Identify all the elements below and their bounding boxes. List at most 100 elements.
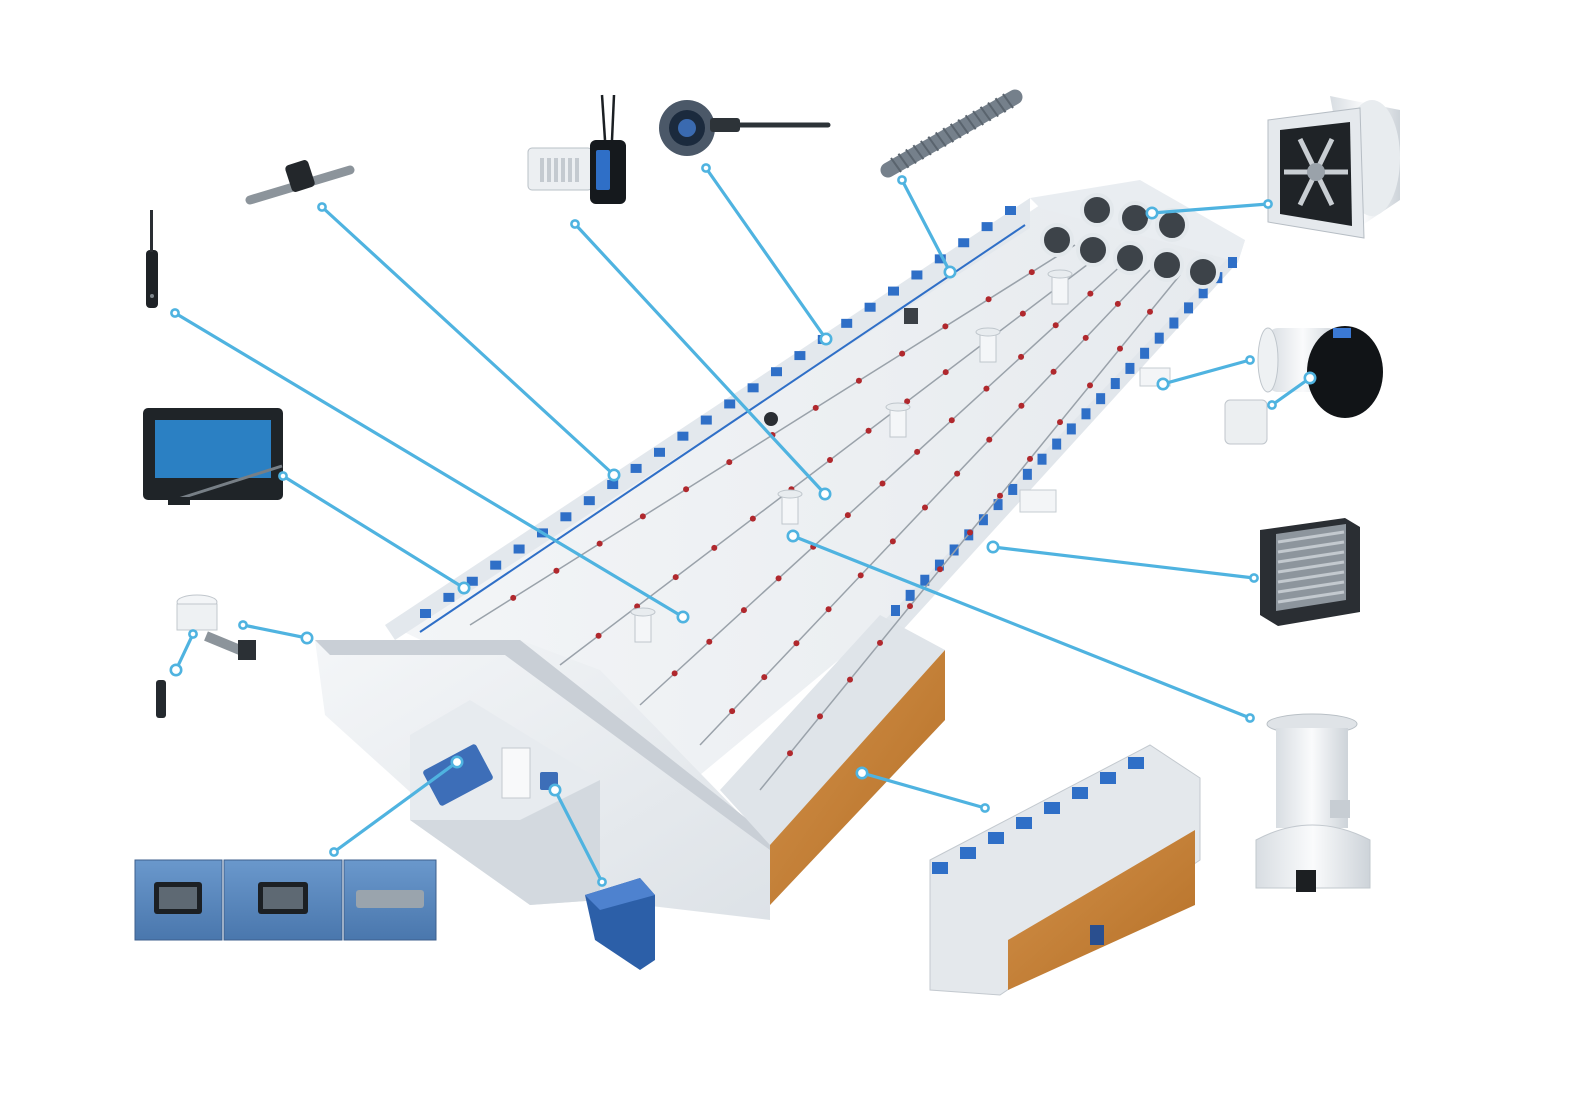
shutter-slat	[1277, 590, 1345, 604]
wall-inlet-window	[934, 254, 946, 264]
wireless-antenna-icon[interactable]	[146, 210, 158, 308]
callout-marker[interactable]	[300, 631, 314, 645]
drinker-nipple	[942, 369, 949, 376]
callout-marker[interactable]	[457, 581, 471, 595]
drinker-nipple	[1087, 382, 1093, 389]
callout-anchor[interactable]	[317, 202, 327, 212]
callout-anchor[interactable]	[278, 471, 288, 481]
wall-inlet-window	[420, 609, 431, 618]
drinker-nipple	[775, 575, 782, 582]
callout-anchor[interactable]	[1245, 713, 1255, 723]
heater-rib	[934, 131, 947, 147]
drinker-nipple	[907, 603, 913, 610]
drinker-nipple	[865, 427, 872, 434]
callout-line	[320, 205, 616, 477]
callout-lines	[169, 163, 1317, 887]
sensor-unit-icon[interactable]	[527, 94, 626, 204]
wall-inlet-window	[1110, 378, 1120, 390]
wall-inlet-window	[949, 544, 959, 556]
wall-inlet-window	[724, 399, 736, 409]
drinker-nipple	[985, 296, 992, 303]
drinker-nipple	[825, 606, 832, 613]
heater-rib	[942, 127, 955, 143]
wall-inlet-window	[1008, 483, 1018, 495]
callout-anchor[interactable]	[329, 847, 339, 857]
cooling-unit-window	[1128, 757, 1144, 769]
drinker-nipple	[922, 504, 928, 511]
cooling-unit-window	[1016, 817, 1032, 829]
callout-anchor[interactable]	[1249, 573, 1259, 583]
wall-inlet-window	[1022, 468, 1032, 480]
callout-anchor[interactable]	[238, 620, 248, 630]
wall-inlet-window	[607, 480, 619, 490]
drinker-nipple	[740, 607, 747, 614]
control-cabinet-icon[interactable]	[134, 859, 437, 941]
drinker-nipple	[879, 480, 886, 487]
shutter-slat	[1277, 570, 1345, 584]
callout-anchor[interactable]	[570, 219, 580, 229]
callout-line	[860, 771, 987, 810]
callout-anchor[interactable]	[701, 163, 711, 173]
callout-marker[interactable]	[855, 766, 869, 780]
heater-rib	[994, 97, 1007, 113]
tunnel-fan-icon[interactable]	[1267, 96, 1400, 239]
inlet-panel-icon[interactable]	[143, 408, 283, 505]
callout-marker[interactable]	[607, 468, 621, 482]
round-sensor-probe-icon[interactable]	[659, 100, 831, 156]
callout-anchor[interactable]	[597, 877, 607, 887]
wall-inlet-window	[1125, 362, 1135, 374]
callout-marker[interactable]	[1145, 206, 1159, 220]
callout-marker[interactable]	[450, 755, 464, 769]
cooling-pad-unit-icon[interactable]	[929, 744, 1201, 996]
wall-inlet-window	[1066, 423, 1076, 435]
drinker-nipple	[914, 448, 921, 455]
callout-anchor[interactable]	[188, 629, 198, 639]
wall-device	[904, 308, 918, 324]
callout-anchor[interactable]	[1245, 355, 1255, 365]
callout-marker[interactable]	[943, 265, 957, 279]
wall-inlet-window	[1052, 438, 1062, 450]
callout-marker[interactable]	[819, 332, 833, 346]
callout-anchor[interactable]	[1263, 199, 1273, 209]
drinker-nipple	[817, 713, 823, 720]
drinker-nipple	[596, 540, 603, 547]
chimney-fan-with-damper-icon[interactable]	[1224, 326, 1383, 445]
ceiling-inlet-rim	[975, 327, 1001, 337]
air-inlet-chimney-icon[interactable]	[1255, 713, 1371, 892]
feed-hopper-icon[interactable]	[585, 878, 655, 970]
callout-marker[interactable]	[818, 487, 832, 501]
wall-inlet-window	[1154, 332, 1164, 344]
shutter-box-fan-icon[interactable]	[1260, 518, 1360, 626]
weather-station-icon[interactable]	[156, 594, 256, 718]
callout-anchor[interactable]	[980, 803, 990, 813]
callout-marker[interactable]	[676, 610, 690, 624]
callout-marker[interactable]	[1303, 371, 1317, 385]
shutter-slat	[1277, 540, 1345, 554]
drinker-nipple	[1028, 269, 1035, 276]
entry-door	[501, 747, 531, 799]
callout-anchor[interactable]	[170, 308, 180, 318]
sensor-grill-slot	[554, 158, 558, 182]
wall-inlet-window	[747, 383, 759, 393]
wall-cable	[419, 224, 1026, 633]
drinker-nipple	[1018, 402, 1025, 409]
ceiling-inlet-rim	[630, 607, 656, 617]
callout-marker[interactable]	[169, 663, 183, 677]
drinker-nipple	[726, 459, 733, 466]
callout-anchor[interactable]	[897, 175, 907, 185]
callout-line	[704, 166, 828, 341]
callout-marker[interactable]	[986, 540, 1000, 554]
wall-inlet-window	[911, 270, 923, 280]
callout-marker[interactable]	[1156, 377, 1170, 391]
drinker-lines	[469, 244, 1181, 791]
drinker-nipple	[671, 670, 678, 677]
ribbed-heater-tube-icon[interactable]	[880, 89, 1023, 178]
wall-inlet-window	[1198, 287, 1208, 299]
callout-anchor[interactable]	[1267, 400, 1277, 410]
callout-marker[interactable]	[786, 529, 800, 543]
callout-marker[interactable]	[548, 783, 562, 797]
pipe-sensor-icon[interactable]	[245, 159, 355, 205]
drinker-nipple	[904, 398, 911, 405]
drinker-nipple	[877, 639, 883, 646]
ceiling-inlet-rim	[885, 402, 911, 412]
